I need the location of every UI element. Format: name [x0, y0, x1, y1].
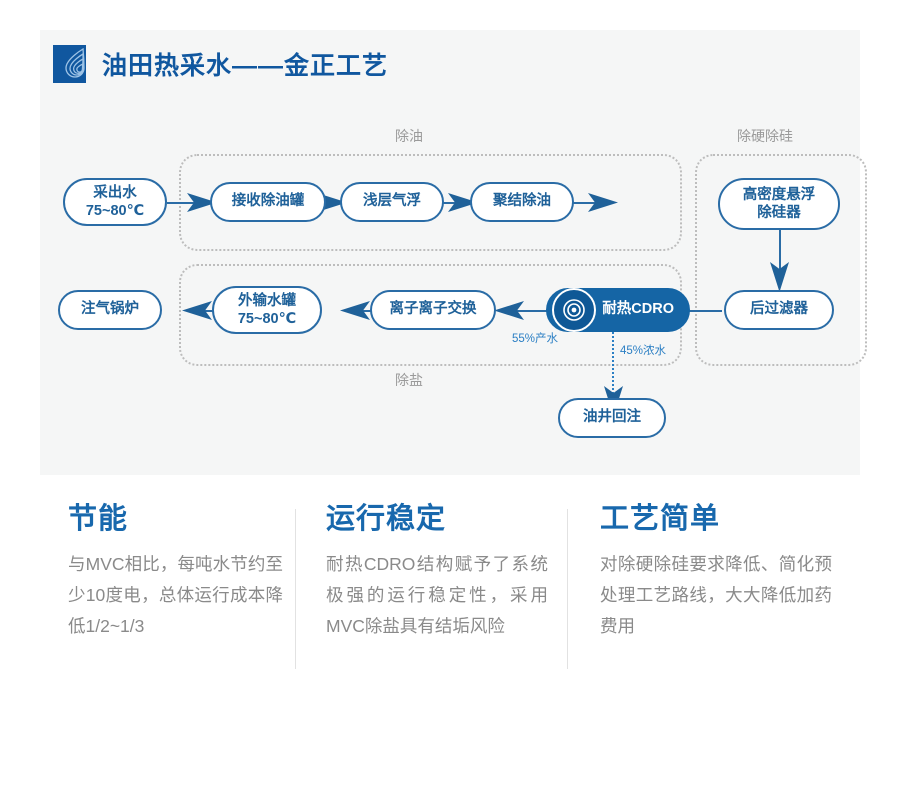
diagram-panel: 油田热采水——金正工艺 除油 除硬除硅 除盐: [40, 30, 867, 475]
node-ion-exchange[interactable]: 离子离子交换: [370, 290, 496, 330]
node-post-filter-label: 后过滤器: [750, 301, 808, 318]
node-export-water-tank-line2: 75~80℃: [237, 311, 297, 327]
feature-body-energy-saving: 与MVC相比，每吨水节约至少10度电，总体运行成本降低1/2~1/3: [68, 554, 283, 637]
node-high-density-desilica-line2: 除硅器: [757, 205, 801, 221]
node-produced-water[interactable]: 采出水 75~80℃: [63, 178, 167, 226]
flow-label-concentrate: 45%浓水: [620, 345, 667, 357]
feature-body-stable-operation: 耐热CDRO结构赋予了系统极强的运行稳定性，采用MVC除盐具有结垢风险: [326, 554, 548, 637]
node-high-density-desilica-line1: 高密度悬浮: [742, 186, 816, 203]
node-post-filter[interactable]: 后过滤器: [724, 290, 834, 330]
node-export-water-tank[interactable]: 外输水罐 75~80℃: [212, 286, 322, 334]
feature-title-stable-operation: 运行稳定: [326, 503, 447, 535]
feature-stable-operation: 运行稳定 耐热CDRO结构赋予了系统极强的运行稳定性，采用MVC除盐具有结垢风险: [296, 495, 568, 725]
node-well-reinjection[interactable]: 油井回注: [558, 398, 666, 438]
group-label-deoil: 除油: [395, 128, 423, 144]
node-high-density-desilica[interactable]: 高密度悬浮 除硅器: [718, 178, 840, 230]
page-title: 油田热采水——金正工艺: [102, 52, 389, 80]
flow-label-permeate: 55%产水: [512, 333, 559, 345]
node-export-water-tank-line1: 外输水罐: [238, 292, 296, 309]
cdro-spiral-icon: [552, 288, 596, 332]
group-label-desalt: 除盐: [395, 372, 423, 388]
node-produced-water-line2: 75~80℃: [85, 203, 145, 219]
feature-divider-2: [567, 509, 568, 669]
features-section: 节能 与MVC相比，每吨水节约至少10度电，总体运行成本降低1/2~1/3 运行…: [0, 495, 900, 725]
node-steam-injection-boiler[interactable]: 注气锅炉: [58, 290, 162, 330]
node-coalescing-deoil-label: 聚结除油: [493, 193, 551, 210]
node-receiving-deoil-tank[interactable]: 接收除油罐: [210, 182, 326, 222]
node-produced-water-line1: 采出水: [93, 184, 137, 201]
connector-desilica-to-postfilter: [779, 230, 781, 278]
node-ion-exchange-label: 离子离子交换: [389, 301, 477, 318]
feature-divider-1: [295, 509, 296, 669]
water-ripple-logo-icon: [53, 45, 86, 83]
connector-cdro-to-ionexchange: [500, 310, 560, 312]
group-desilica: [695, 154, 867, 366]
feature-energy-saving: 节能 与MVC相比，每吨水节约至少10度电，总体运行成本降低1/2~1/3: [0, 495, 296, 725]
connector-produced-to-tank: [167, 202, 207, 204]
connector-cdro-to-well: [612, 332, 614, 402]
group-label-desilica: 除硬除硅: [737, 128, 793, 144]
node-cdro[interactable]: 耐热CDRO: [546, 288, 690, 332]
node-shallow-air-flotation[interactable]: 浅层气浮: [340, 182, 444, 222]
node-cdro-label: 耐热CDRO: [602, 301, 674, 318]
node-receiving-deoil-tank-label: 接收除油罐: [231, 193, 305, 210]
node-well-reinjection-label: 油井回注: [583, 409, 641, 426]
feature-body-simple-process: 对除硬除硅要求降低、简化预处理工艺路线，大大降低加药费用: [600, 554, 832, 637]
header: 油田热采水——金正工艺: [53, 45, 388, 83]
node-steam-injection-boiler-label: 注气锅炉: [81, 301, 139, 318]
feature-title-energy-saving: 节能: [68, 503, 129, 535]
node-coalescing-deoil[interactable]: 聚结除油: [470, 182, 574, 222]
connector-coalescing-to-desilica: [562, 202, 612, 204]
node-shallow-air-flotation-label: 浅层气浮: [363, 193, 421, 210]
connector-flotation-to-coalescing: [428, 202, 468, 204]
feature-simple-process: 工艺简单 对除硬除硅要求降低、简化预处理工艺路线，大大降低加药费用: [568, 495, 900, 725]
feature-title-simple-process: 工艺简单: [600, 503, 721, 535]
